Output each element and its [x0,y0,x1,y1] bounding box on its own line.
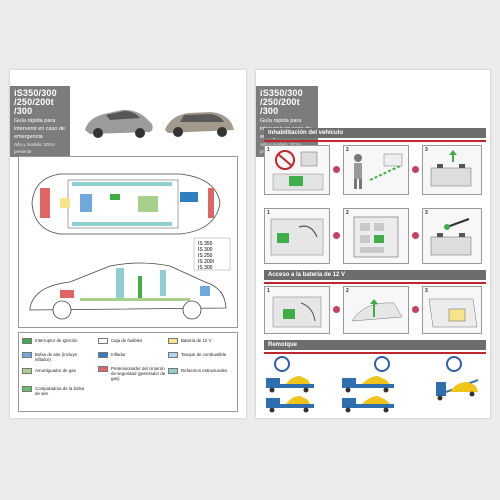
arrow-3-2 [412,306,419,313]
step-1-2: 2 [343,145,409,195]
arrow-1-1 [333,166,340,173]
step-1-3-number: 3 [425,147,428,153]
legend-swatch-computadora [22,386,32,392]
tow-truck-2 [266,396,314,413]
step-2-3: 3 [422,208,482,264]
car-top-view [31,173,221,235]
section-acceso: Acceso a la batería de 12 V [264,270,486,280]
badge-5: IS 300 [198,265,213,271]
legend-amortiguador: Amortiguador de gas [35,368,76,373]
legend-bolsa: Bolsa de aire (incluye inflador) [35,352,77,362]
legend-fusibles: Caja de fusibles [111,338,143,343]
legend-swatch-amortiguador [22,368,32,374]
battery-location-icon [428,298,478,328]
car-photos [85,109,234,138]
legend-computadora: Computadora de la bolsa de aire [35,386,85,396]
arrow-3-1 [333,306,340,313]
right-model-line1: iS350/300 [260,88,303,98]
arrow-2-2 [412,232,419,239]
right-year-line1: Año y modelo: 2014- [260,142,314,147]
tow-truck-1 [266,376,314,393]
legend-tanque: Tanque de combustible [181,352,227,357]
arrow-1-2 [412,166,419,173]
step-1-3: 3 [422,145,482,195]
step-3-3: 3 [422,286,482,334]
left-title-box: iS350/300 /250/200t /300 Guía rápida par… [10,86,70,157]
car-front-photo [85,109,153,138]
right-model-line3: /300 [260,106,279,116]
badge-3: IS 250 [198,253,213,259]
badge-1: IS 350 [198,241,213,247]
step-2-2: 2 [343,208,409,264]
step-1-2-number: 2 [346,147,349,153]
legend-swatch-bateria [168,338,178,344]
step-2-1-number: 1 [267,210,270,216]
battery-disconnect-icon [430,150,472,187]
step-3-2-number: 2 [346,288,349,294]
badge-4: IS 200t [198,259,214,265]
left-desc-line3: emergencia [14,134,43,140]
fuse-box-icon [353,216,399,258]
trunk-open-icon [272,296,322,328]
step-3-1-number: 1 [267,288,270,294]
left-model-line1: iS350/300 [14,88,57,98]
legend-swatch-inflador [98,352,108,358]
right-page: iS350/300 /250/200t /300 Guía rápida par… [256,70,490,418]
step-3-2: 2 [343,286,409,334]
step-1-1-number: 1 [267,147,270,153]
left-year-line2: presente [14,149,32,154]
step-1-1: 1 [264,145,330,195]
left-desc-line2: intervenir en caso de [14,126,66,132]
person-key-icon [354,153,403,189]
left-year-line1: Año y modelo: 2014- [14,142,56,147]
section-inhabilitacion-rule [264,140,486,142]
legend-bateria: Batería de 12 V [181,338,212,343]
step-2-1: 1 [264,208,330,264]
badge-2: IS 300 [198,247,213,253]
step-3-3-number: 3 [425,288,428,294]
section-remolque-rule [264,352,486,354]
legend-swatch-refuerzos [168,368,178,374]
left-desc-line1: Guía rápida para [14,118,56,124]
section-inhabilitacion: Inhabilitación del vehículo [264,128,486,138]
no-touch-icon [272,150,324,191]
step-3-1: 1 [264,286,330,334]
allowed-icon-3 [446,356,462,372]
legend-swatch-tanque [168,352,178,358]
dash-button-icon [270,218,324,256]
tow-truck-4 [342,396,394,413]
right-model-line2: /250/200t [260,97,300,107]
car-side-view [29,262,227,320]
section-acceso-rule [264,282,486,284]
step-2-2-number: 2 [346,210,349,216]
allowed-icon-2 [374,356,390,372]
car-rear-photo [165,112,234,137]
tow-truck-3 [342,376,394,393]
step-2-3-number: 3 [425,210,428,216]
allowed-icon-1 [274,356,290,372]
left-model-line2: /250/200t [14,97,54,107]
legend-swatch-fusibles [98,338,108,344]
towing-diagram [266,356,479,413]
right-desc-line1: Guía rápida para [260,118,302,124]
tow-truck-5 [436,379,479,401]
trunk-cover-icon [351,299,403,322]
left-model-line3: /300 [14,106,33,116]
legend-swatch-pretensionador [98,366,108,372]
battery-terminal-icon [430,218,472,256]
legend-ignicion: Interruptor de ignición [35,338,78,343]
legend-pretensionador: Pretensionador del cinturón de seguridad… [111,366,166,381]
legend-refuerzos: Refuerzos estructurales [181,368,228,373]
vehicle-diagram: IS 350 IS 300 IS 250 IS 200t IS 300 [29,173,231,320]
section-remolque: Remolque [264,340,486,350]
arrow-2-1 [333,232,340,239]
legend-inflador: Inflador [111,352,126,357]
model-badges: IS 350 IS 300 IS 250 IS 200t IS 300 [193,237,231,271]
legend-swatch-bolsa [22,352,32,358]
left-page: iS350/300 /250/200t /300 Guía rápida par… [10,70,246,418]
legend-swatch-ignicion [22,338,32,344]
legend-frame [18,332,238,412]
